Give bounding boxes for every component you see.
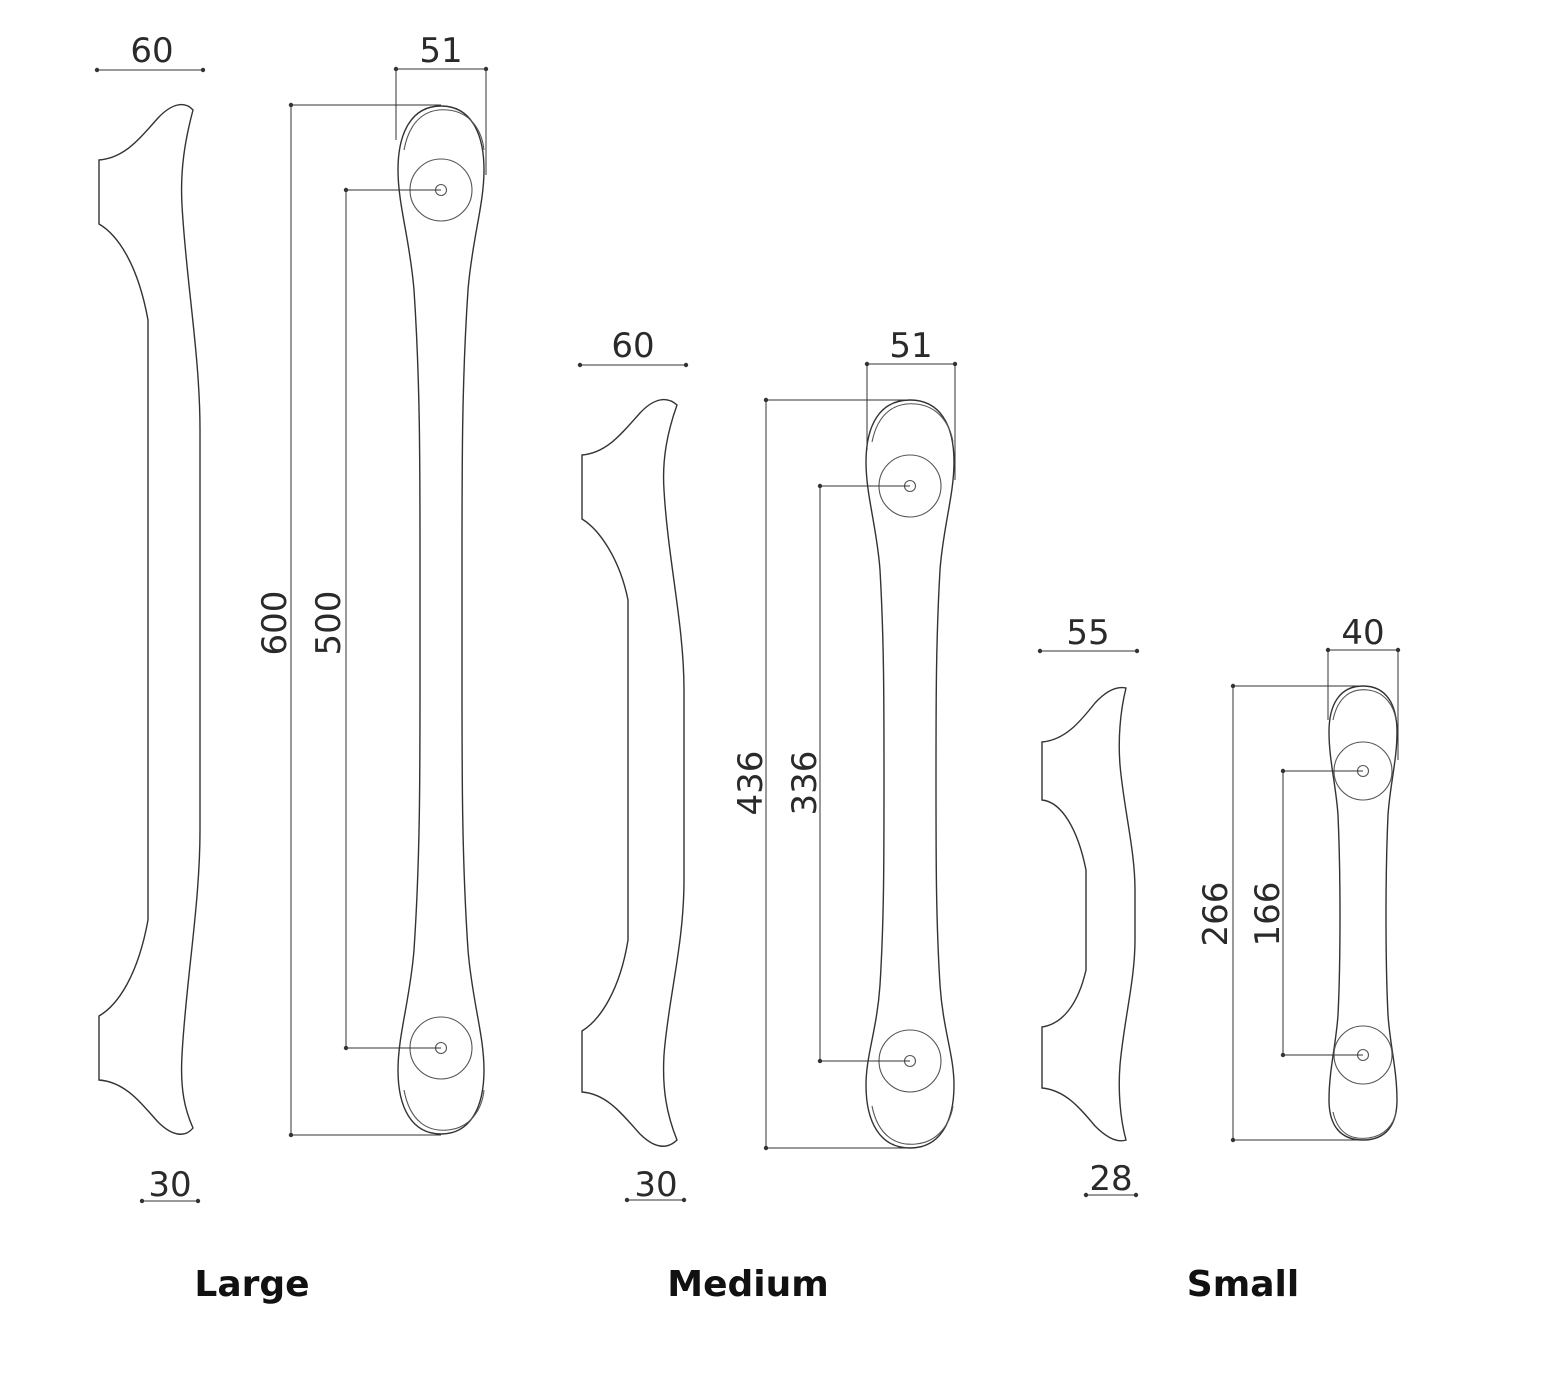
caption-medium: Medium [667, 1264, 829, 1305]
dim-bottom-width-small: 28 [1089, 1159, 1132, 1199]
dim-bottom-width-medium: 30 [634, 1165, 677, 1205]
dim-hole-spacing-large: 500 [309, 591, 349, 656]
front-outline-medium [865, 399, 955, 1149]
dim-total-length-small: 266 [1196, 882, 1236, 947]
dim-total-length-medium: 436 [731, 751, 771, 816]
caption-small: Small [1187, 1264, 1299, 1305]
dim-total-length-large: 600 [255, 591, 295, 656]
dim-top-width-large: 60 [130, 31, 173, 71]
side-profile-small [1041, 686, 1136, 1142]
side-profile-medium [581, 398, 685, 1147]
dim-hole-spacing-small: 166 [1248, 882, 1288, 947]
dim-hole-spacing-medium: 336 [785, 751, 825, 816]
dim-grip-width-medium: 51 [889, 326, 932, 366]
dim-top-width-medium: 60 [611, 326, 654, 366]
dim-grip-width-small: 40 [1341, 613, 1384, 653]
handle-small: 55 28 40 266 166 Small [1037, 613, 1401, 1305]
handle-medium: 60 30 51 436 336 Medium [577, 326, 958, 1305]
dim-top-width-small: 55 [1066, 613, 1109, 653]
dim-bottom-width-large: 30 [148, 1165, 191, 1205]
caption-large: Large [194, 1264, 309, 1305]
dim-grip-width-large: 51 [419, 31, 462, 71]
handle-large: 60 30 51 600 500 Large [94, 31, 489, 1305]
side-profile-large [98, 103, 201, 1135]
front-outline-large [397, 105, 485, 1135]
